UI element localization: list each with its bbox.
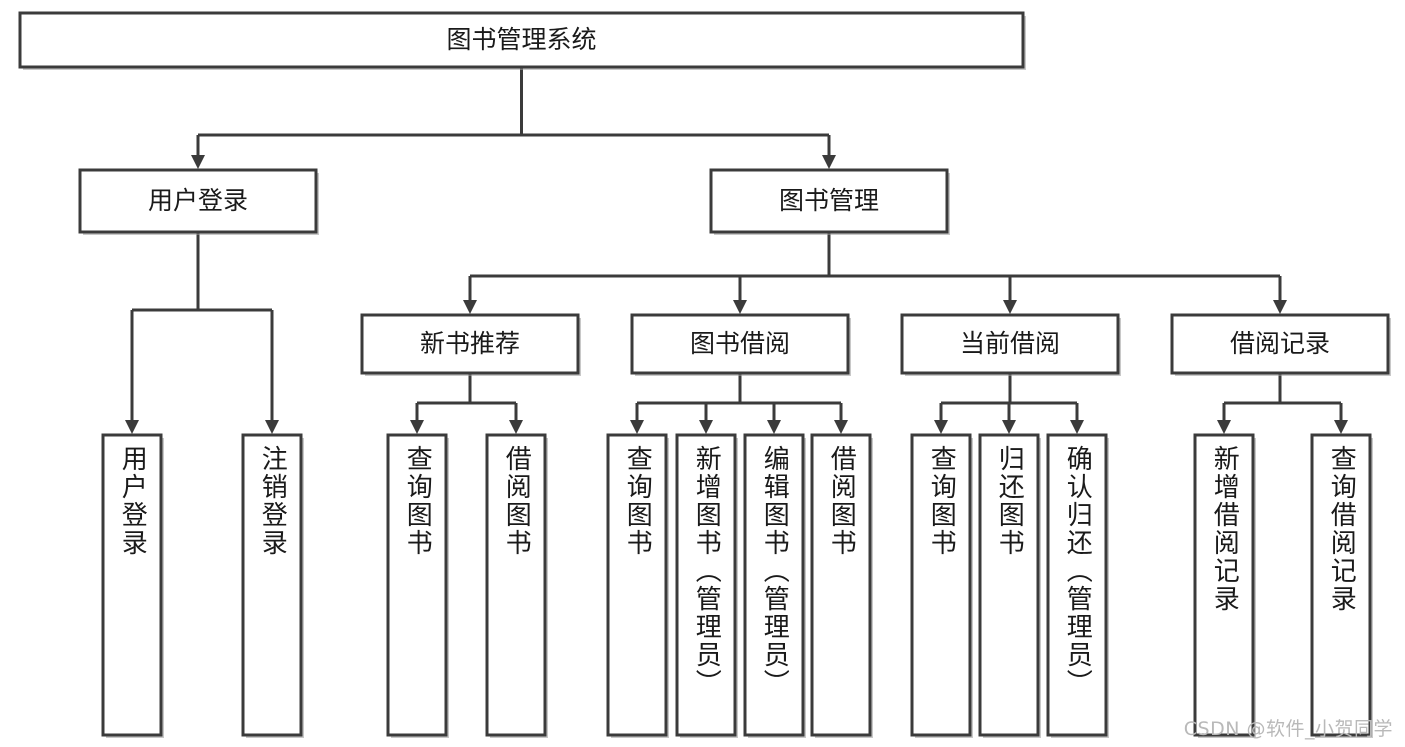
node-label-user-login: 用户登录 — [148, 186, 248, 215]
node-box-leaf-query-book-2[interactable] — [606, 433, 668, 737]
node-box-leaf-user-logout[interactable] — [241, 433, 303, 737]
arrow-head-leaf-return-book — [1002, 420, 1016, 434]
node-box-leaf-query-record[interactable] — [1310, 433, 1372, 737]
node-box-leaf-query-book-3[interactable] — [910, 433, 972, 737]
arrow-head-current-borrow — [1003, 300, 1017, 314]
node-label-current-borrow: 当前借阅 — [960, 329, 1060, 358]
node-layer — [18, 11, 1391, 738]
arrow-head-leaf-query-record — [1334, 420, 1348, 434]
arrow-head-leaf-borrow-book-1 — [509, 420, 523, 434]
connector-layer — [125, 67, 1348, 434]
node-box-leaf-confirm-return[interactable] — [1046, 433, 1108, 737]
node-label-book-borrow: 图书借阅 — [690, 329, 790, 358]
node-box-book-borrow[interactable] — [630, 313, 850, 375]
node-box-user-login[interactable] — [78, 168, 318, 234]
node-label-new-book-recommend: 新书推荐 — [420, 329, 520, 358]
arrow-head-book-borrow — [733, 300, 747, 314]
node-box-leaf-return-book[interactable] — [978, 433, 1040, 737]
arrow-head-leaf-user-logout — [265, 420, 279, 434]
node-box-borrow-record[interactable] — [1170, 313, 1390, 375]
node-label-root: 图书管理系统 — [446, 25, 596, 54]
arrow-head-leaf-edit-book — [767, 420, 781, 434]
node-box-root[interactable] — [18, 11, 1025, 69]
arrow-head-new-book-recommend — [463, 300, 477, 314]
arrow-head-borrow-record — [1273, 300, 1287, 314]
arrow-head-user-login — [191, 155, 205, 169]
node-box-leaf-user-login[interactable] — [101, 433, 163, 737]
arrow-head-leaf-add-book — [699, 420, 713, 434]
node-box-leaf-edit-book[interactable] — [743, 433, 805, 737]
arrow-head-leaf-borrow-book-2 — [834, 420, 848, 434]
node-label-book-manage: 图书管理 — [779, 186, 879, 215]
node-box-current-borrow[interactable] — [900, 313, 1120, 375]
node-box-leaf-query-book-1[interactable] — [386, 433, 448, 737]
arrow-head-leaf-confirm-return — [1070, 420, 1084, 434]
node-box-leaf-add-record[interactable] — [1193, 433, 1255, 737]
arrow-head-leaf-user-login — [125, 420, 139, 434]
node-label-borrow-record: 借阅记录 — [1230, 329, 1330, 358]
arrow-head-leaf-query-book-1 — [410, 420, 424, 434]
arrow-head-leaf-query-book-3 — [934, 420, 948, 434]
node-box-new-book-recommend[interactable] — [360, 313, 580, 375]
node-box-leaf-add-book[interactable] — [675, 433, 737, 737]
watermark-text: CSDN @软件_小贺同学 — [1183, 718, 1393, 740]
arrow-head-leaf-add-record — [1217, 420, 1231, 434]
node-box-leaf-borrow-book-2[interactable] — [810, 433, 872, 737]
node-box-leaf-borrow-book-1[interactable] — [485, 433, 547, 737]
arrow-head-book-manage — [822, 155, 836, 169]
node-box-book-manage[interactable] — [709, 168, 949, 234]
arrow-head-leaf-query-book-2 — [630, 420, 644, 434]
